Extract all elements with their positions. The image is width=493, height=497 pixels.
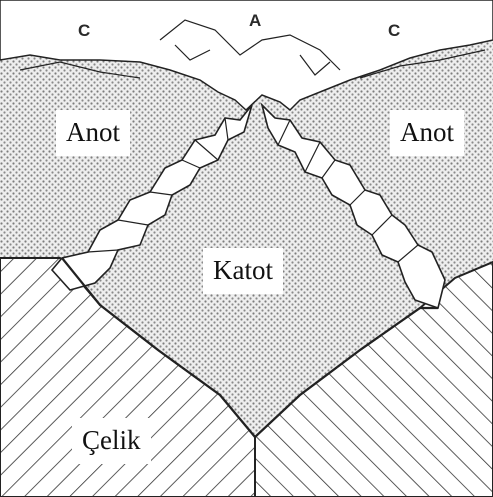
tag-c-left: C <box>78 22 90 39</box>
tag-c-right: C <box>388 22 400 39</box>
steel-label: Çelik <box>72 418 151 464</box>
cathode-label: Katot <box>203 248 283 294</box>
anode-label-left: Anot <box>56 110 130 156</box>
tag-a-center: A <box>249 12 261 29</box>
anode-label-right: Anot <box>390 110 464 156</box>
